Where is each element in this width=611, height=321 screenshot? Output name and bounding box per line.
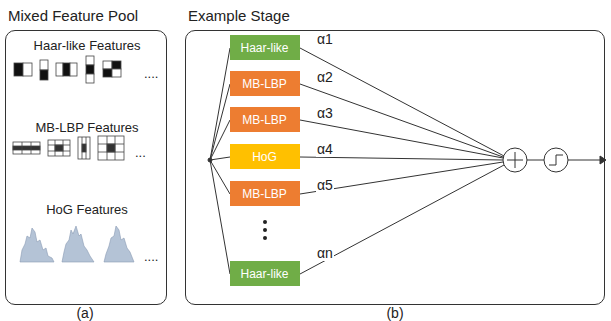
feature-name: Haar-like — [240, 41, 288, 55]
ellipsis: .... — [143, 250, 159, 264]
feature-name: MB-LBP — [242, 77, 287, 91]
feature-heading: HoG Features — [46, 202, 128, 217]
stage-lines — [208, 48, 606, 274]
ellipsis: .... — [143, 67, 159, 81]
feature-box: MB-LBP — [230, 107, 300, 132]
subfigure-label: (a) — [75, 306, 94, 321]
feature-box: MB-LBP — [230, 181, 300, 206]
weight-label: α5 — [316, 178, 334, 193]
weight-label: α4 — [316, 142, 334, 157]
feature-heading: MB-LBP Features — [35, 120, 138, 135]
feature-panel: Example StageHaar-likeMB-LBPMB-LBPHoGMB-… — [185, 30, 605, 305]
subfigure-label: (b) — [385, 306, 404, 321]
feature-box: HoG — [230, 144, 300, 169]
panel-title: Example Stage — [188, 7, 290, 24]
feature-box: Haar-like — [230, 261, 300, 286]
weight-label: α2 — [316, 70, 334, 85]
feature-name: Haar-like — [240, 267, 288, 281]
hog-histograms — [20, 226, 134, 262]
feature-name: MB-LBP — [242, 187, 287, 201]
ellipsis: ... — [134, 146, 147, 160]
mblbp-icons — [13, 136, 124, 160]
feature-name: MB-LBP — [242, 113, 287, 127]
haar-icons — [14, 56, 121, 83]
feature-box: MB-LBP — [230, 71, 300, 96]
weight-label: α1 — [316, 32, 334, 47]
panel-title: Mixed Feature Pool — [8, 7, 138, 24]
feature-box: Haar-like — [230, 35, 300, 60]
feature-heading: Haar-like Features — [34, 38, 141, 53]
weight-label: α3 — [316, 106, 334, 121]
weight-label: αn — [316, 246, 334, 261]
vertical-dots — [263, 220, 267, 240]
feature-name: HoG — [252, 150, 277, 164]
